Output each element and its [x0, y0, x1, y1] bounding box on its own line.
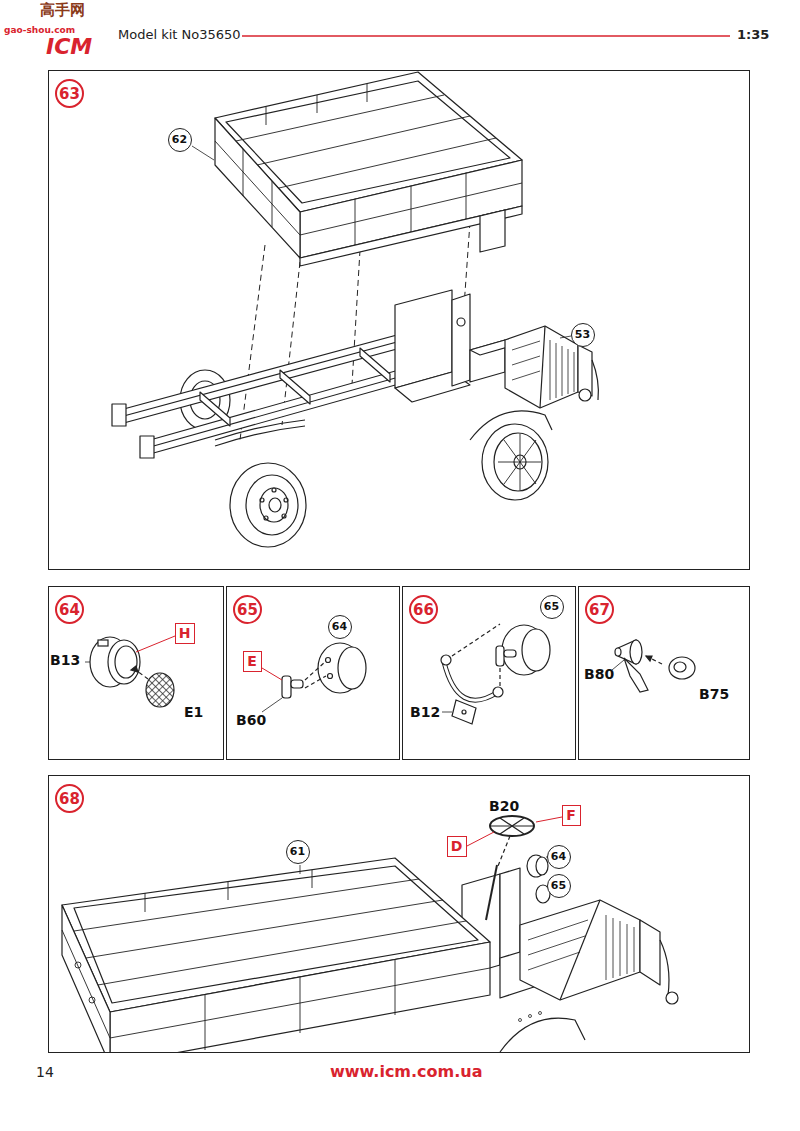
watermark: gao-shou.com: [4, 25, 75, 35]
callout-number: 62: [172, 133, 187, 146]
lamp-bracket-parts: [262, 643, 366, 712]
step-panel: 64H: [48, 586, 224, 760]
step-panel: 65E 64: [226, 586, 400, 760]
callout-circle: 64: [328, 615, 352, 639]
color-code: H: [179, 625, 191, 641]
callout-circle: 53: [571, 323, 595, 347]
part-number: B80: [584, 666, 614, 682]
step-number: 65: [233, 595, 262, 624]
color-code: F: [566, 807, 576, 823]
step-number: 63: [55, 79, 84, 108]
callout-number: 65: [551, 879, 566, 892]
truck-step-68: [62, 816, 678, 1052]
watermark: 高手网: [40, 2, 85, 19]
color-code-box: H: [175, 623, 195, 644]
callout-circle: 65: [540, 595, 564, 619]
step-number: 66: [409, 595, 438, 624]
lamp-arm-parts: [441, 624, 550, 724]
callout-number: 64: [551, 850, 566, 863]
website: www.icm.com.ua: [330, 1063, 483, 1081]
color-code-box: D: [447, 836, 467, 857]
step-number: 64: [55, 595, 84, 624]
callout-number: 61: [290, 845, 305, 858]
callout-circle: 64: [547, 845, 571, 869]
part-number: B20: [489, 798, 519, 814]
color-code-box: F: [562, 805, 581, 826]
step-number: 67: [585, 595, 614, 624]
callout-circle: 65: [547, 874, 571, 898]
header-rule: [242, 35, 730, 37]
callout-number: 53: [575, 328, 590, 341]
part-number: B75: [699, 686, 729, 702]
step-panel: 68 61 F D 64 65: [48, 775, 750, 1053]
callout-number: 65: [544, 600, 559, 613]
part-number: E1: [184, 704, 203, 720]
scale: 1:35: [737, 28, 769, 43]
step-panel: 63 62 53: [48, 70, 750, 570]
callout-circle: 61: [286, 840, 310, 864]
horn-parts: [612, 640, 695, 692]
part-number: B13: [50, 652, 80, 668]
color-code: D: [451, 838, 463, 854]
truck-step-63: [112, 72, 598, 547]
kit-number: Model kit No35650: [118, 28, 241, 43]
page-number: 14: [36, 1064, 54, 1080]
part-number: B60: [236, 712, 266, 728]
brand-logo: ICM: [46, 34, 92, 59]
step-panel: 66 65: [402, 586, 576, 760]
callout-circle: 62: [168, 128, 192, 152]
part-number: B12: [410, 704, 440, 720]
color-code-box: E: [243, 651, 262, 672]
color-code: E: [247, 653, 257, 669]
callout-number: 64: [332, 620, 347, 633]
step-number: 68: [55, 784, 84, 813]
headlamp-parts: [85, 636, 175, 707]
